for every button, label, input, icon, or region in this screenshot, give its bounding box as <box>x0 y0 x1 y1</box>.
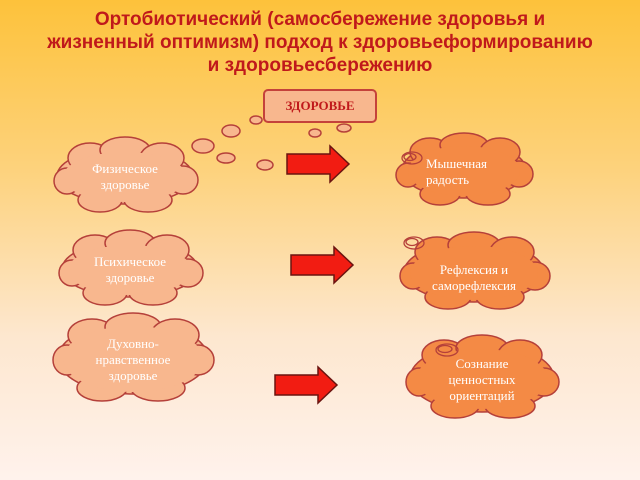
page-title: Ортобиотический (самосбережение здоровья… <box>20 8 620 77</box>
title-line-2: жизненный оптимизм) подход к здоровьефор… <box>47 32 593 53</box>
health-box: ЗДОРОВЬЕ <box>263 89 377 123</box>
cloud-label-line: саморефлексия <box>432 278 516 293</box>
cloud-label-line: Рефлексия и <box>439 262 509 277</box>
swirl-1 <box>401 151 423 165</box>
swirl-2 <box>403 236 425 250</box>
cloud-values <box>405 334 560 419</box>
cloud-label-line: ценностных <box>448 372 516 387</box>
bubble-7 <box>336 123 352 133</box>
cloud-reflection-label: Рефлексия и саморефлексия <box>404 262 544 294</box>
cloud-label-line: Физическое <box>92 161 158 176</box>
arrow-right-1 <box>286 144 351 184</box>
cloud-physical <box>53 136 199 213</box>
cloud-values-label: Сознание ценностных ориентаций <box>412 356 552 404</box>
cloud-muscle-joy-label: Мышечная радость <box>400 156 530 188</box>
bubble-5 <box>256 159 274 171</box>
cloud-mental-label: Психическое здоровье <box>65 254 195 286</box>
cloud-label-line: ориентаций <box>449 388 515 403</box>
cloud-spiritual-label: Духовно- нравственное здоровье <box>63 336 203 384</box>
cloud-label-line: Психическое <box>93 254 167 269</box>
cloud-label-line: Мышечная <box>426 156 487 171</box>
cloud-label-line: здоровье <box>108 368 158 383</box>
cloud-label-line: здоровье <box>105 270 155 285</box>
cloud-label-line: Сознание <box>455 356 509 371</box>
cloud-spiritual <box>52 312 215 402</box>
cloud-reflection <box>399 231 551 310</box>
cloud-mental <box>58 229 204 306</box>
bubble-2 <box>221 124 241 138</box>
title-line-1: Ортобиотический (самосбережение здоровья… <box>94 9 546 30</box>
bubble-3 <box>249 115 263 125</box>
cloud-label-line: Духовно- <box>107 336 159 351</box>
bubble-6 <box>308 128 322 138</box>
cloud-muscle-joy <box>395 132 534 206</box>
cloud-label-line: нравственное <box>95 352 171 367</box>
arrow-right-3 <box>274 365 339 405</box>
cloud-label-line: радость <box>426 172 470 187</box>
title-line-3: и здоровьесбережению <box>207 55 433 76</box>
cloud-physical-label: Физическое здоровье <box>60 161 190 193</box>
cloud-label-line: здоровье <box>100 177 150 192</box>
swirl-3 <box>435 343 459 357</box>
bubble-1 <box>191 138 215 154</box>
arrow-right-2 <box>290 245 355 285</box>
bubble-4 <box>216 152 236 164</box>
